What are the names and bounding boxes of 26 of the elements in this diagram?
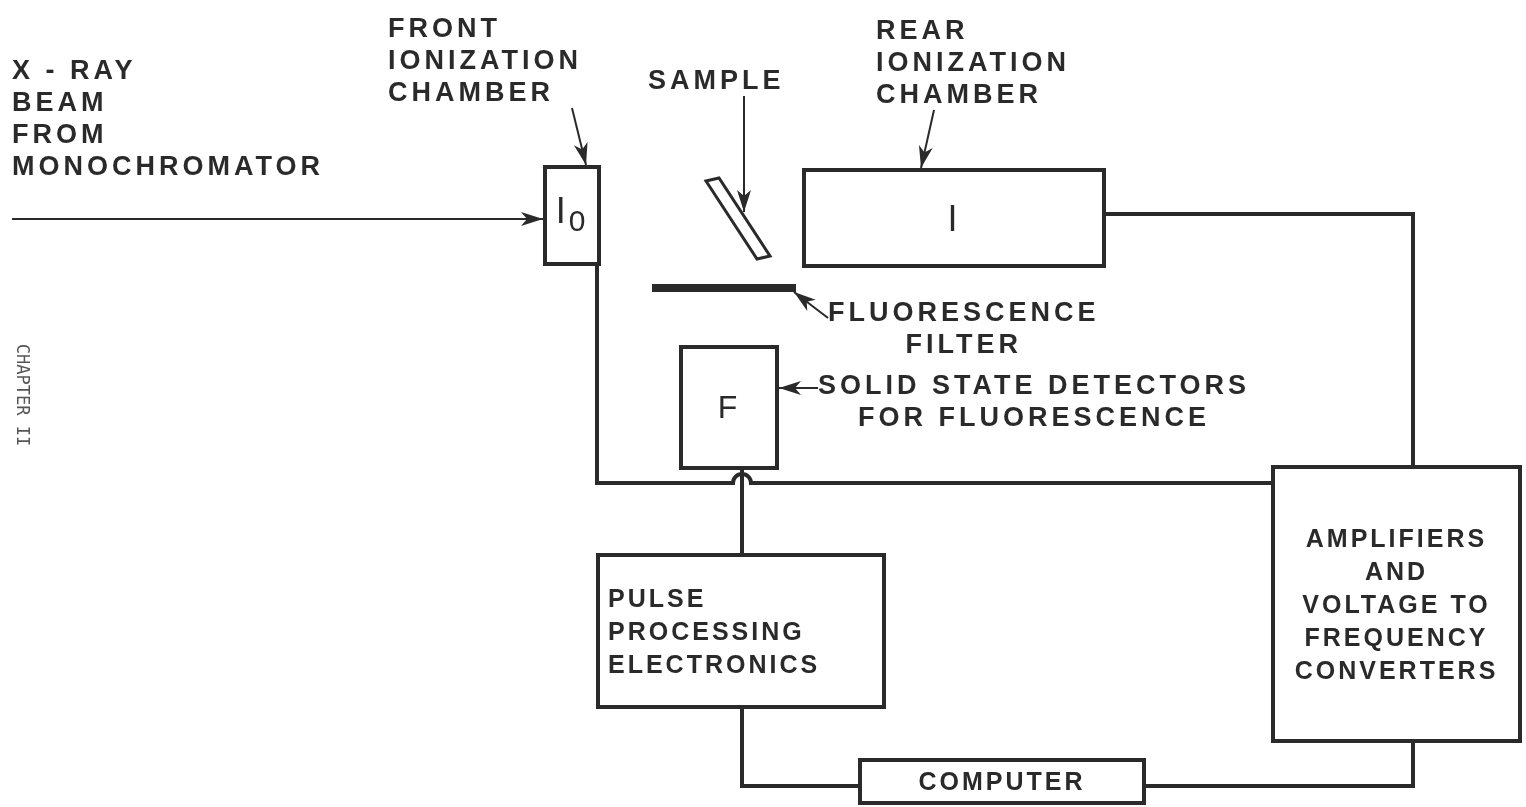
page-note: CHAPTER II: [13, 343, 34, 447]
sample-plate: [703, 176, 773, 261]
ionization-chamber-box: I$_{0}$: [543, 165, 601, 266]
beam-label: X - RAY BEAM FROM MONOCHROMATOR: [12, 54, 324, 182]
leader-arrow: [571, 107, 588, 166]
process-box: AMPLIFIERS AND VOLTAGE TO FREQUENCY CONVERTERS: [1271, 465, 1522, 743]
filter-bar: [652, 284, 796, 292]
connector-line: [1106, 212, 1415, 465]
part-label: FRONT IONIZATION CHAMBER: [388, 12, 582, 108]
part-label: FLUORESCENCE FILTER: [828, 296, 1100, 360]
part-label: REAR IONIZATION CHAMBER: [876, 14, 1070, 110]
process-box: COMPUTER: [858, 758, 1146, 805]
connector-line: [1146, 743, 1415, 788]
connector-line: [740, 709, 858, 788]
leader-arrow: [919, 109, 935, 169]
leader-arrow: [793, 291, 829, 319]
leader-arrow: [778, 381, 819, 395]
process-box: PULSE PROCESSING ELECTRONICS: [596, 553, 886, 709]
connector-line: [740, 470, 744, 553]
connector-line: [595, 266, 1271, 485]
part-label: SAMPLE: [648, 64, 785, 96]
part-label: SOLID STATE DETECTORS FOR FLUORESCENCE: [818, 369, 1251, 433]
detector-box: F: [679, 345, 779, 470]
beam-arrow: [11, 212, 544, 226]
leader-arrow: [737, 95, 751, 213]
ionization-chamber-box: I: [802, 168, 1106, 268]
